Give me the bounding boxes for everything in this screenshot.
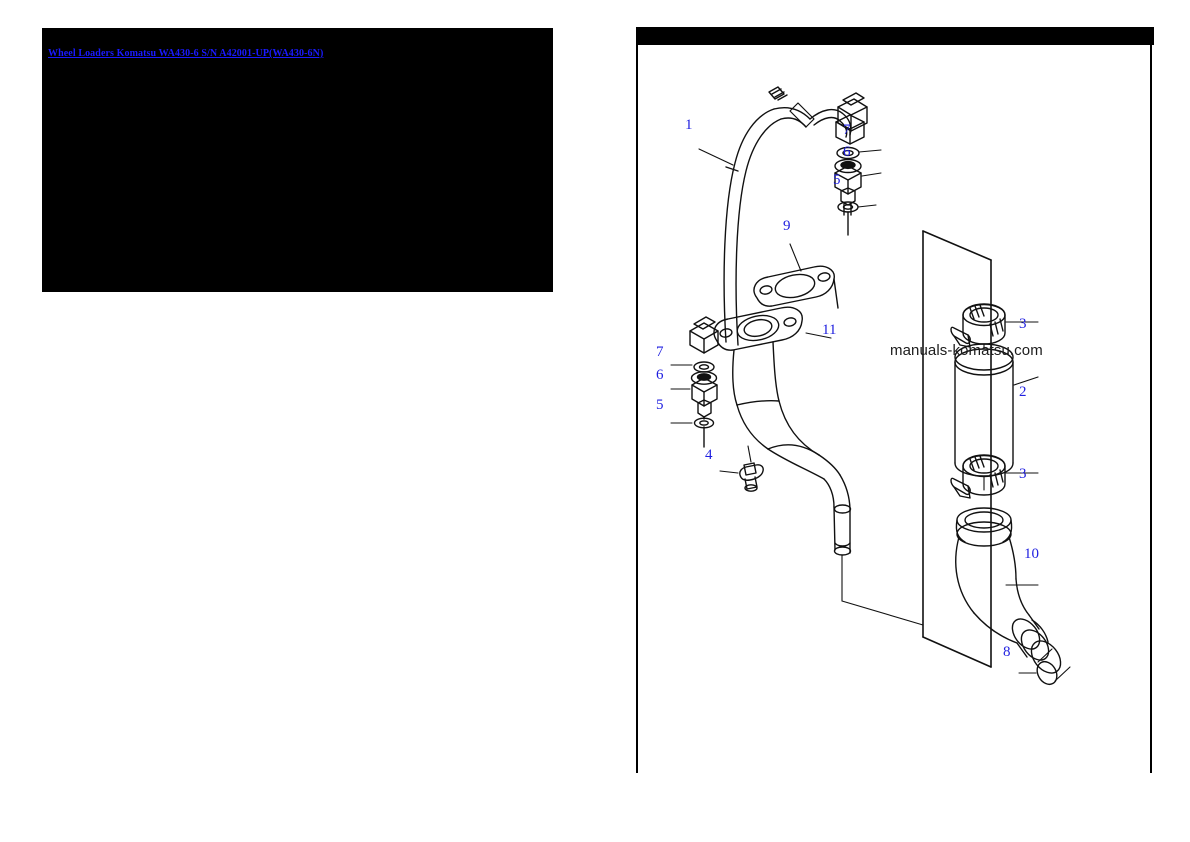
callout-number-8: 8 (1003, 644, 1011, 660)
part-5-washer-lower (693, 416, 715, 448)
part-11-tube-body (732, 341, 852, 556)
site-watermark: manuals-komatsu.com (890, 342, 1043, 359)
callout-number-11: 11 (822, 322, 837, 338)
part-5-washer-upper (837, 201, 859, 236)
document-title-link[interactable]: Wheel Loaders Komatsu WA430-6 S/N A42001… (48, 48, 324, 59)
callout-number-5a: 5 (833, 172, 841, 188)
part-1-hose (723, 86, 852, 346)
callout-number-2: 2 (1019, 384, 1027, 400)
leader-line-2 (1013, 376, 1039, 386)
leader-lines-lower (670, 364, 693, 424)
leader-line-9 (789, 243, 802, 272)
diagram-drawing-canvas (638, 45, 1154, 773)
leader-line-4 (719, 470, 739, 474)
part-9-flange-gasket (753, 265, 839, 309)
upper-banjo-fitting (835, 92, 868, 145)
leader-line-11 (805, 332, 832, 339)
callout-number-10: 10 (1024, 546, 1039, 562)
part-10-elbow-hose (955, 507, 1062, 674)
part-4-bolt (739, 445, 764, 492)
callout-number-9: 9 (783, 218, 791, 234)
diagram-header-bar (638, 27, 1154, 45)
callout-number-6b: 6 (656, 367, 664, 383)
part-6-banjo-bolt-lower (690, 371, 718, 418)
part-3-clamp-upper (950, 303, 1006, 348)
callout-number-1: 1 (685, 117, 693, 133)
part-7-washer-lower (693, 361, 715, 373)
mounting-plate-outline (922, 230, 992, 668)
part-8-oring (1036, 648, 1071, 686)
part-3-clamp-lower (950, 454, 1006, 499)
part-7-washer-upper (836, 146, 860, 160)
callout-number-7b: 7 (656, 344, 664, 360)
callout-number-6a: 6 (843, 144, 851, 160)
callout-number-3b: 3 (1019, 466, 1027, 482)
leader-lines-upper (857, 149, 882, 208)
tube-to-plate-line (841, 600, 924, 626)
callout-number-7a: 7 (843, 122, 851, 138)
document-preview-panel: Wheel Loaders Komatsu WA430-6 S/N A42001… (42, 28, 553, 292)
part-11-flange (713, 306, 803, 351)
callout-number-5b: 5 (656, 397, 664, 413)
hose-1-tick (725, 166, 739, 172)
callout-number-4: 4 (705, 447, 713, 463)
leader-line-1 (698, 148, 734, 166)
callout-number-3a: 3 (1019, 316, 1027, 332)
lower-banjo-fitting (689, 316, 719, 354)
